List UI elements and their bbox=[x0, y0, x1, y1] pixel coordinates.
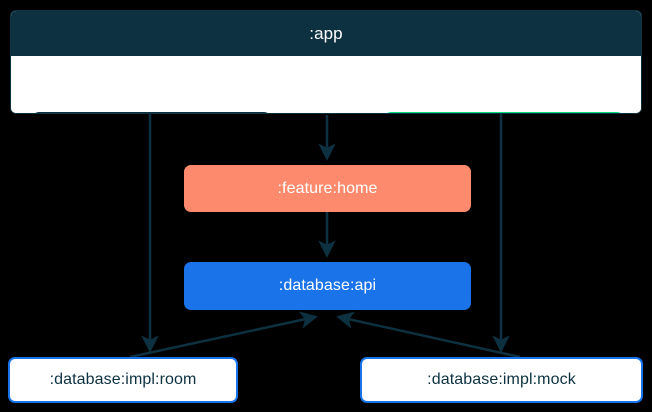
node-database-impl-room[interactable]: :database:impl:room bbox=[8, 357, 238, 403]
node-androidtest[interactable]: androidTest bbox=[384, 112, 624, 113]
node-database-api[interactable]: :database:api bbox=[184, 262, 471, 310]
subgraph-app-body: main androidTest bbox=[11, 56, 641, 113]
node-feature-home[interactable]: :feature:home bbox=[184, 165, 471, 212]
edge-impl-mock-to-database-api bbox=[336, 311, 521, 359]
subgraph-app-title: :app bbox=[11, 11, 641, 56]
subgraph-app[interactable]: :app main androidTest bbox=[10, 10, 642, 114]
edge-impl-room-to-database-api bbox=[129, 311, 318, 359]
node-main[interactable]: main bbox=[32, 112, 271, 113]
node-database-impl-mock[interactable]: :database:impl:mock bbox=[360, 357, 643, 403]
